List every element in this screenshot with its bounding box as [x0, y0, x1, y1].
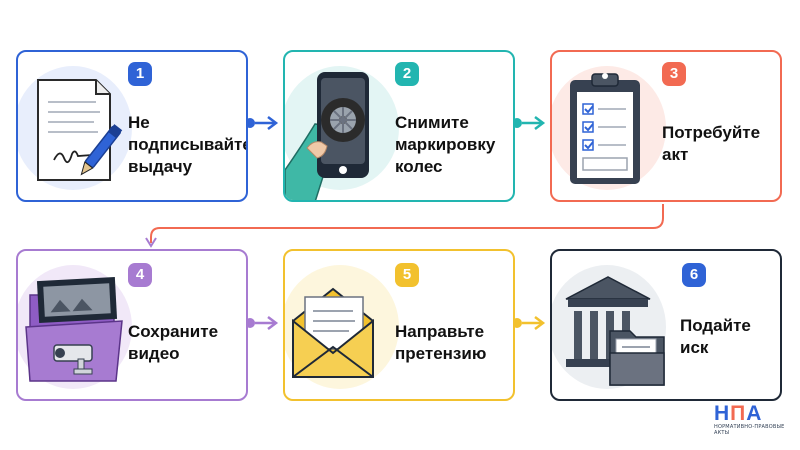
- phone-photo-tire-icon: [285, 72, 369, 200]
- logo-subtitle: НОРМАТИВНО-ПРАВОВЫЕ АКТЫ: [714, 424, 785, 436]
- step-label: Снимите маркировку колес: [395, 113, 496, 176]
- connector-5-6: [512, 316, 546, 330]
- step-number-badge: 1: [128, 62, 152, 86]
- npa-logo: НПА НОРМАТИВНО-ПРАВОВЫЕ АКТЫ: [714, 402, 786, 436]
- step-number-badge: 4: [128, 263, 152, 287]
- step-number-badge: 2: [395, 62, 419, 86]
- connector-1-2: [245, 116, 279, 130]
- logo-mark: НПА: [714, 402, 763, 425]
- step-card-5: 5 Направьте претензию: [283, 249, 515, 401]
- signed-document-icon: [37, 79, 123, 181]
- step-number-badge: 6: [682, 263, 706, 287]
- step-label: Не подписывайте выдачу: [128, 113, 248, 176]
- envelope-letter-icon: [292, 287, 374, 378]
- clipboard-checklist-icon: [570, 73, 640, 184]
- step-number-badge: 5: [395, 263, 419, 287]
- step-number-badge: 3: [662, 62, 686, 86]
- video-folder-icon: [25, 276, 123, 382]
- step-label: Направьте претензию: [395, 322, 487, 363]
- step-card-2: 2 Снимите маркировку колес: [283, 50, 515, 202]
- connector-3-4: [145, 204, 664, 248]
- step-label: Потребуйте акт: [662, 123, 761, 164]
- step-card-3: 3 Потребуйте акт: [550, 50, 782, 202]
- connector-2-3: [512, 116, 546, 130]
- step-label: Сохраните видео: [128, 322, 219, 363]
- court-folder-icon: [565, 276, 665, 386]
- connector-4-5: [245, 316, 279, 330]
- step-card-4: 4 Сохраните видео: [16, 249, 248, 401]
- step-label: Подайте иск: [680, 316, 751, 357]
- step-card-6: 6 Подайте иск: [550, 249, 782, 401]
- step-card-1: 1 Не подписывайте выдачу: [16, 50, 248, 202]
